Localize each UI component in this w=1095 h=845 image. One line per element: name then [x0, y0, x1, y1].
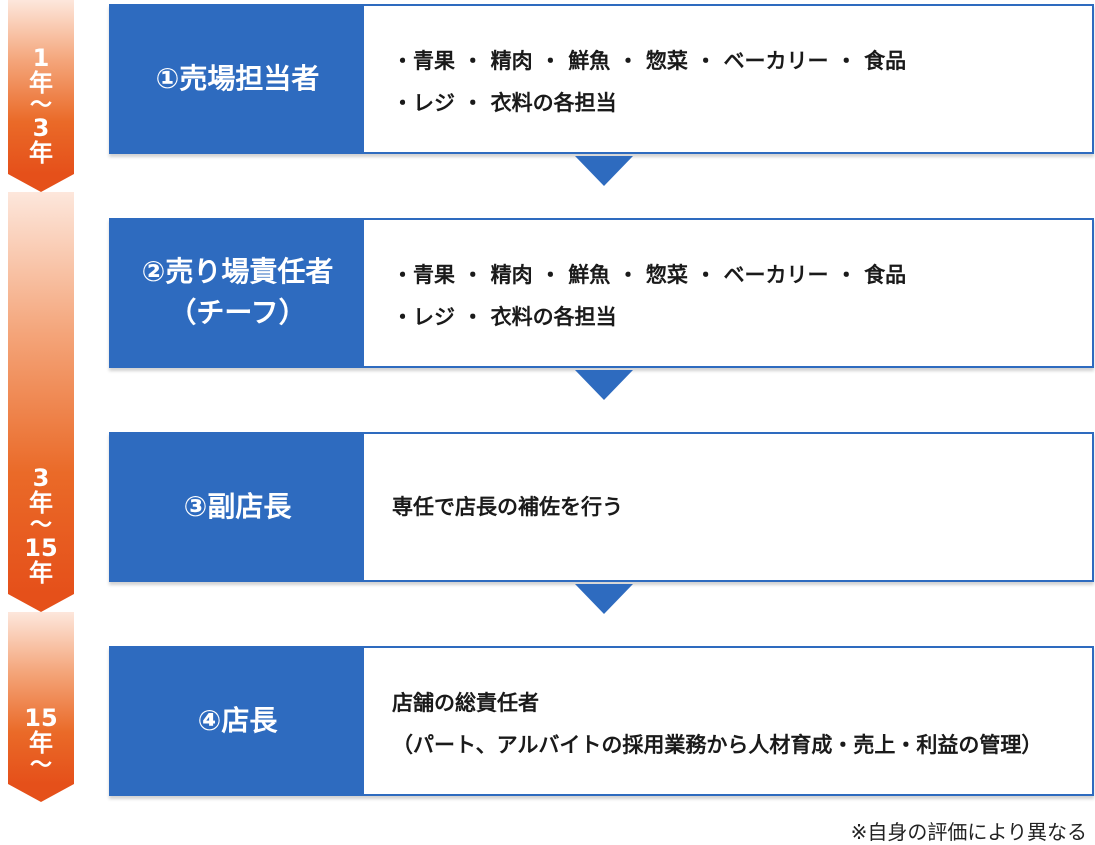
period-label: 3 年 ～ 15 年 — [8, 466, 74, 586]
step-title-line: ①売場担当者 — [155, 61, 320, 95]
period-unit: 年 — [29, 559, 53, 588]
step-box-floor-chief: ②売り場責任者 （チーフ） ・青果 ・ 精肉 ・ 鮮魚 ・ 惣菜 ・ ベーカリー… — [109, 218, 1094, 368]
footnote: ※自身の評価により異なる — [850, 820, 1087, 844]
period-arrow-1-3: 1 年 ～ 3 年 — [8, 0, 74, 192]
period-start: 3 — [32, 464, 50, 493]
down-arrow-icon — [575, 156, 633, 186]
period-unit: 年 — [29, 69, 53, 98]
step-title: ④店長 — [111, 648, 364, 794]
step-box-store-manager: ④店長 店舗の総責任者 （パート、アルバイトの採用業務から人材育成・売上・利益の… — [109, 646, 1094, 796]
step-description-line: ・青果 ・ 精肉 ・ 鮮魚 ・ 惣菜 ・ ベーカリー ・ 食品 — [392, 263, 907, 287]
step-description-line: ・青果 ・ 精肉 ・ 鮮魚 ・ 惣菜 ・ ベーカリー ・ 食品 — [392, 49, 907, 73]
step-description-line: 店舗の総責任者 — [392, 691, 539, 715]
step-box-deputy-manager: ③副店長 専任で店長の補佐を行う — [109, 432, 1094, 582]
period-arrow-15-plus: 15 年 ～ — [8, 612, 74, 802]
down-arrow-icon — [575, 584, 633, 614]
period-arrow-bar — [8, 612, 74, 784]
period-arrow-tip — [8, 594, 74, 612]
period-unit: 年 — [29, 729, 53, 758]
period-end: 15 — [24, 534, 58, 563]
period-tilde: ～ — [29, 753, 52, 779]
period-arrow-3-15: 3 年 ～ 15 年 — [8, 192, 74, 612]
period-end: 3 — [32, 114, 50, 143]
step-description-line: 専任で店長の補佐を行う — [392, 495, 623, 519]
step-description-line: ・レジ ・ 衣料の各担当 — [392, 305, 617, 329]
period-arrow-tip — [8, 174, 74, 192]
period-unit: 年 — [29, 139, 53, 168]
step-title: ①売場担当者 — [111, 6, 364, 152]
step-box-sales-floor-staff: ①売場担当者 ・青果 ・ 精肉 ・ 鮮魚 ・ 惣菜 ・ ベーカリー ・ 食品 ・… — [109, 4, 1094, 154]
step-description: 店舗の総責任者 （パート、アルバイトの採用業務から人材育成・売上・利益の管理） — [364, 648, 1092, 794]
step-title: ②売り場責任者 （チーフ） — [111, 220, 364, 366]
period-unit: 年 — [29, 489, 53, 518]
period-arrow-bar — [8, 192, 74, 594]
step-title-line: ④店長 — [197, 703, 278, 737]
period-start: 15 — [24, 704, 58, 733]
period-arrow-bar — [8, 0, 74, 174]
period-start: 1 — [32, 44, 50, 73]
step-title-line: ②売り場責任者 — [141, 255, 334, 289]
step-description-line: （パート、アルバイトの採用業務から人材育成・売上・利益の管理） — [392, 733, 1043, 757]
step-description: 専任で店長の補佐を行う — [364, 434, 1092, 580]
step-title-line: （チーフ） — [168, 296, 307, 329]
step-description: ・青果 ・ 精肉 ・ 鮮魚 ・ 惣菜 ・ ベーカリー ・ 食品 ・レジ ・ 衣料… — [364, 220, 1092, 366]
period-tilde: ～ — [29, 513, 52, 539]
period-label: 15 年 ～ — [8, 704, 74, 779]
step-description: ・青果 ・ 精肉 ・ 鮮魚 ・ 惣菜 ・ ベーカリー ・ 食品 ・レジ ・ 衣料… — [364, 6, 1092, 152]
step-title: ③副店長 — [111, 434, 364, 580]
step-title-line: ③副店長 — [183, 489, 292, 523]
period-label: 1 年 ～ 3 年 — [8, 46, 74, 166]
down-arrow-icon — [575, 370, 633, 400]
step-description-line: ・レジ ・ 衣料の各担当 — [392, 91, 617, 115]
period-tilde: ～ — [29, 93, 52, 119]
period-arrow-tip — [8, 784, 74, 802]
